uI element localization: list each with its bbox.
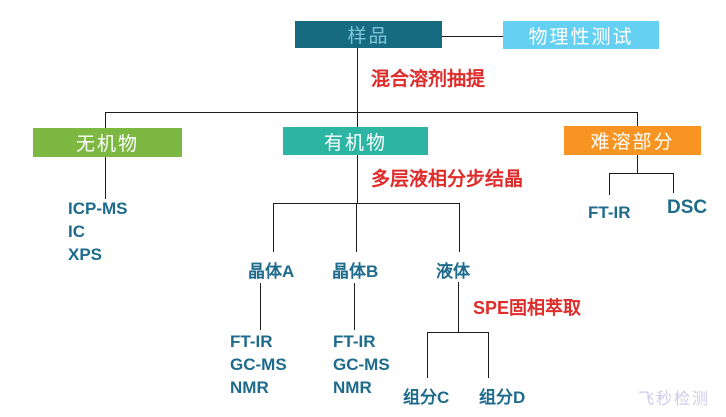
connector-crystal-branch [273,203,459,204]
label-liquid: 液体 [436,262,470,281]
method-item: GC-MS [333,355,390,374]
annotation-spe-extraction: SPE固相萃取 [473,298,582,318]
label-dsc: DSC [667,197,708,218]
connector-crystal-b-drop [356,203,357,252]
connector-component-c-drop [427,332,428,378]
label-crystal-a: 晶体A [248,262,295,281]
annotation-fractional-crystallization: 多层液相分步结晶 [371,169,524,190]
connector-component-d-drop [488,332,489,378]
connector-dsc-drop [673,173,674,193]
method-list-crystal-a: FT-IR GC-MS NMR [230,330,287,399]
node-physical-test: 物理性测试 [503,21,659,49]
connector-crystal-b-to-methods [354,283,355,330]
connector-drop-insoluble [637,112,638,128]
label-crystal-b: 晶体B [332,262,379,281]
connector-liquid-to-spe [458,282,459,332]
connector-crystal-a-drop [273,203,274,252]
connector-sample-to-physical [442,36,503,37]
method-item: NMR [333,378,372,397]
method-item: IC [68,222,85,241]
connector-drop-inorganic [105,112,106,128]
connector-component-branch [427,332,488,333]
watermark: 飞秒检测 [638,391,711,408]
method-list-inorganic: ICP-MS IC XPS [68,197,128,266]
connector-inorganic-down [105,157,106,199]
connector-liquid-drop [459,203,460,252]
method-item: ICP-MS [68,199,128,218]
connector-ftir-drop [609,173,610,195]
label-ftir-insoluble: FT-IR [588,203,631,222]
connector-insoluble-down [637,155,638,173]
method-item: XPS [68,245,103,264]
node-sample: 样品 [295,21,442,48]
node-insoluble: 难溶部分 [564,126,701,155]
method-item: FT-IR [230,332,273,351]
connector-crystal-a-to-methods [260,283,261,330]
label-component-d: 组分D [479,388,526,407]
method-item: GC-MS [230,355,287,374]
annotation-solvent-extraction: 混合溶剂抽提 [371,69,486,90]
connector-sample-down [357,48,358,128]
connector-main-branch [105,112,637,113]
label-component-c: 组分C [403,388,450,407]
method-list-crystal-b: FT-IR GC-MS NMR [333,330,390,399]
method-item: FT-IR [333,332,376,351]
method-item: NMR [230,378,269,397]
node-inorganic: 无机物 [33,128,182,157]
connector-organic-down [357,155,358,203]
connector-insoluble-branch [609,173,673,174]
node-organic: 有机物 [283,127,428,155]
